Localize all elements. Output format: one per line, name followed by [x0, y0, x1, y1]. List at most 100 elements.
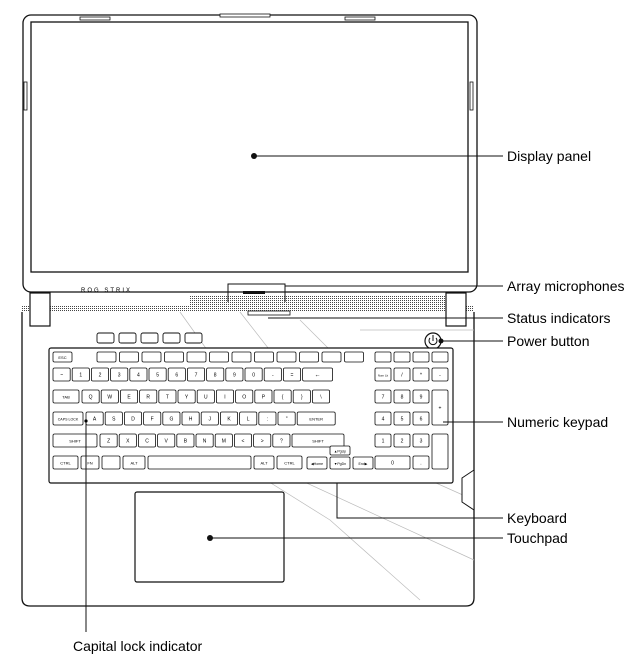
key-pgup[interactable]: ▲PgUp	[329, 445, 351, 456]
key-esc[interactable]: ESC	[52, 351, 73, 363]
key-ctrl-left[interactable]: CTRL	[52, 455, 79, 470]
key-number[interactable]: =	[282, 367, 301, 382]
key-letter[interactable]: <	[233, 433, 252, 448]
key-ctrl-right[interactable]: CTRL	[276, 455, 303, 470]
key-letter[interactable]: A	[85, 411, 104, 426]
key-shift-right[interactable]: SHIFT	[291, 433, 345, 448]
key-letter[interactable]: G	[162, 411, 181, 426]
key-numpad[interactable]: 1	[374, 433, 392, 448]
key-space[interactable]	[147, 455, 252, 470]
key-letter[interactable]: E	[120, 389, 139, 404]
key-function[interactable]	[96, 351, 117, 363]
key-letter[interactable]: J	[200, 411, 219, 426]
key-number[interactable]: -	[263, 367, 282, 382]
power-button-label: Power button	[507, 333, 590, 349]
key-numpad[interactable]: 8	[393, 389, 411, 404]
key-number[interactable]: 7	[186, 367, 205, 382]
key-function[interactable]	[119, 351, 139, 363]
key-caps-lock[interactable]: CAPS LOCK	[52, 411, 84, 426]
key-letter[interactable]: Y	[177, 389, 196, 404]
key-letter[interactable]: B	[176, 433, 195, 448]
key-function[interactable]	[231, 351, 252, 363]
key-letter[interactable]: X	[118, 433, 137, 448]
key-number[interactable]: 5	[148, 367, 167, 382]
key-function[interactable]	[164, 351, 184, 363]
key-function[interactable]	[321, 351, 342, 363]
key-letter[interactable]: U	[196, 389, 215, 404]
key-numpad[interactable]: 5	[393, 411, 411, 426]
key-letter[interactable]: ?	[272, 433, 291, 448]
key-letter[interactable]: Z	[99, 433, 118, 448]
key-numpad-macro[interactable]	[431, 351, 449, 363]
key-function[interactable]	[186, 351, 207, 363]
key-numpad-macro[interactable]	[393, 351, 411, 363]
key-function[interactable]	[276, 351, 297, 363]
key-letter[interactable]: F	[143, 411, 162, 426]
key-letter[interactable]: N	[195, 433, 214, 448]
key-function[interactable]	[254, 351, 274, 363]
key-number[interactable]: 6	[167, 367, 186, 382]
key-numpad[interactable]: -	[431, 367, 449, 382]
key-number[interactable]: ~	[52, 367, 71, 382]
key-tab[interactable]: TAB	[52, 389, 80, 404]
key-function[interactable]	[141, 351, 162, 363]
key-function[interactable]	[209, 351, 229, 363]
key-shift-left[interactable]: SHIFT	[52, 433, 98, 448]
key-letter[interactable]: "	[277, 411, 296, 426]
key-fn[interactable]: FN	[80, 455, 100, 470]
key-numpad-macro[interactable]	[374, 351, 392, 363]
key-letter[interactable]: T	[158, 389, 177, 404]
key-letter[interactable]: \	[311, 389, 330, 404]
key-end[interactable]: End▶	[352, 456, 374, 470]
key-letter[interactable]: V	[157, 433, 176, 448]
key-letter[interactable]: C	[137, 433, 156, 448]
key-backspace[interactable]: ←	[302, 367, 334, 382]
key-numpad-macro[interactable]	[412, 351, 430, 363]
key-function[interactable]	[299, 351, 319, 363]
key-numpad[interactable]: /	[393, 367, 411, 382]
key-letter[interactable]: {	[273, 389, 292, 404]
key-number[interactable]: 9	[225, 367, 244, 382]
key-pgdn[interactable]: ▼PgDn	[329, 456, 351, 470]
key-letter[interactable]: M	[214, 433, 233, 448]
key-numpad[interactable]: .	[412, 455, 430, 470]
key-numpad[interactable]: 7	[374, 389, 392, 404]
key-letter[interactable]: P	[254, 389, 273, 404]
key-letter[interactable]: R	[139, 389, 158, 404]
key-number[interactable]: 1	[71, 367, 90, 382]
key-function[interactable]	[344, 351, 364, 363]
key-letter[interactable]: D	[124, 411, 143, 426]
key-numpad-enter[interactable]	[431, 433, 449, 470]
key-numpad[interactable]: 4	[374, 411, 392, 426]
key-letter[interactable]: Q	[81, 389, 100, 404]
key-numpad-zero[interactable]: 0	[374, 455, 411, 470]
key-alt-left[interactable]: ALT	[122, 455, 146, 470]
key-letter[interactable]: >	[253, 433, 272, 448]
key-numpad[interactable]: 9	[412, 389, 430, 404]
key-numpad[interactable]: 6	[412, 411, 430, 426]
key-number[interactable]: 8	[206, 367, 225, 382]
key-label: A	[93, 417, 97, 423]
key-numpad[interactable]: 3	[412, 433, 430, 448]
key-number[interactable]: 2	[91, 367, 110, 382]
key-numpad-plus[interactable]: +	[431, 389, 449, 426]
key-letter[interactable]: :	[258, 411, 277, 426]
key-letter[interactable]: O	[235, 389, 254, 404]
key-alt-right[interactable]: ALT	[253, 455, 275, 470]
key-letter[interactable]: L	[239, 411, 258, 426]
key-letter[interactable]: I	[215, 389, 234, 404]
key-letter[interactable]: K	[219, 411, 238, 426]
key-enter[interactable]: ENTER	[296, 411, 336, 426]
key-home[interactable]: ◀Home	[306, 456, 328, 470]
key-number[interactable]: 0	[244, 367, 263, 382]
key-letter[interactable]: S	[104, 411, 123, 426]
key-numpad[interactable]: 2	[393, 433, 411, 448]
key-num-lock[interactable]: Num Lk	[374, 367, 392, 382]
key-letter[interactable]: }	[292, 389, 311, 404]
key-windows[interactable]	[101, 455, 121, 470]
key-number[interactable]: 4	[129, 367, 148, 382]
key-number[interactable]: 3	[110, 367, 129, 382]
key-letter[interactable]: H	[181, 411, 200, 426]
key-numpad[interactable]: *	[412, 367, 430, 382]
key-letter[interactable]: W	[100, 389, 119, 404]
